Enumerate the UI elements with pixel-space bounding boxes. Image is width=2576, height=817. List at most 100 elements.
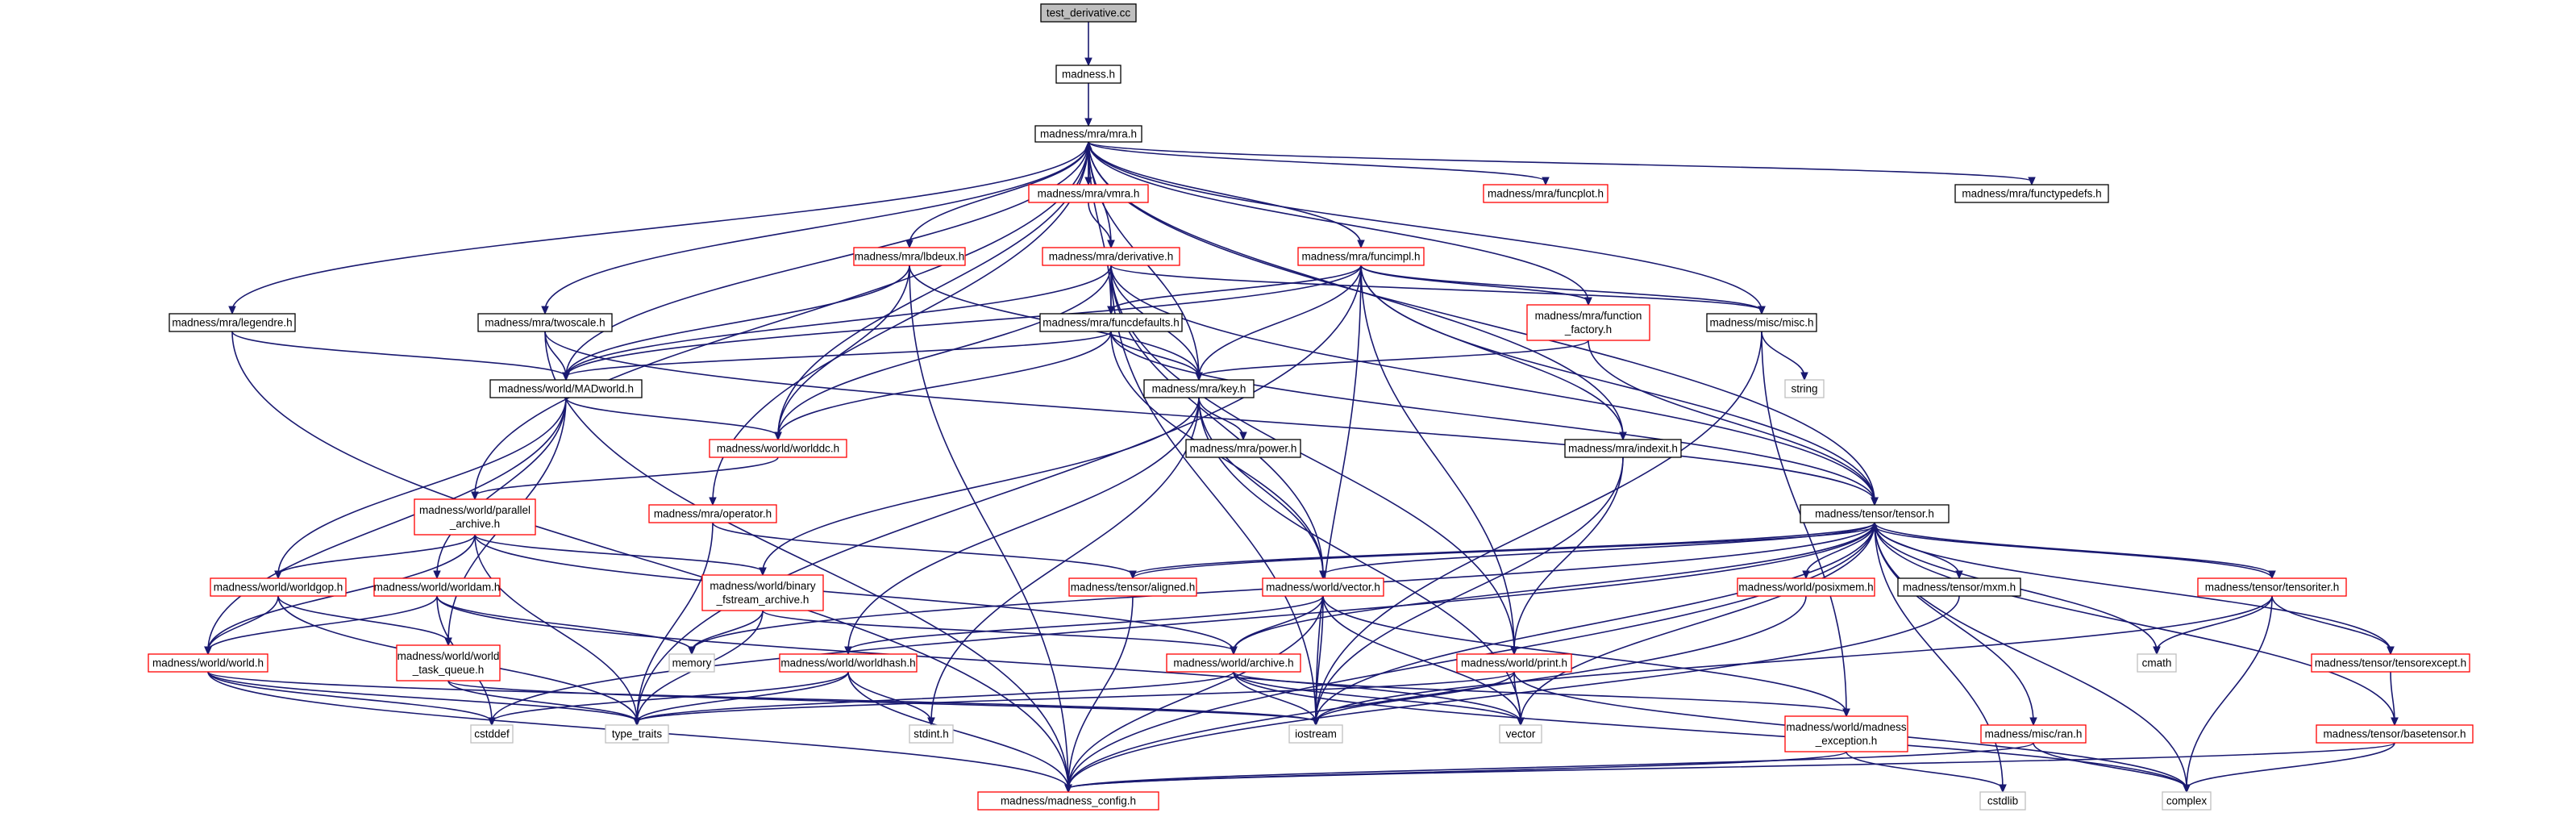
node-world-h[interactable]: madness/world/world.h <box>148 653 268 673</box>
node-parallel-archive-h[interactable]: madness/world/parallel_archive.h <box>414 498 536 536</box>
node-box <box>909 724 954 744</box>
node-indexit-h[interactable]: madness/mra/indexit.h <box>1564 439 1682 458</box>
edge-line <box>1322 595 1521 723</box>
edge-arrowhead <box>1107 240 1115 249</box>
edge-mra_h-to-legendre_h <box>228 141 1089 315</box>
node-box <box>477 313 613 332</box>
node-archive-h[interactable]: madness/world/archive.h <box>1166 653 1301 673</box>
edge-line <box>231 141 1089 311</box>
edge-line <box>1874 522 2034 723</box>
node-label: madness/mra/legendre.h <box>172 317 292 329</box>
node-box <box>1980 724 2087 744</box>
edge-line <box>1315 671 1515 723</box>
edge-line <box>277 595 449 643</box>
edge-parallel_archive_h-to-binary_fstream_h <box>474 534 767 577</box>
edge-basetensor_h-to-complex <box>2183 742 2395 794</box>
edge-line <box>1874 522 2395 723</box>
node-label: madness/world/MADworld.h <box>498 383 634 395</box>
node-box <box>1897 577 2021 597</box>
node-print-h[interactable]: madness/world/print.h <box>1456 653 1572 673</box>
edge-line <box>636 522 714 723</box>
node-mra-h[interactable]: madness/mra/mra.h <box>1034 125 1142 143</box>
node-lbdeux-h[interactable]: madness/mra/lbdeux.h <box>853 247 966 266</box>
node-operator-h[interactable]: madness/mra/operator.h <box>648 504 777 523</box>
node-binary-fstream-h[interactable]: madness/world/binary_fstream_archive.h <box>701 574 824 611</box>
node-label: madness/mra/operator.h <box>654 508 772 520</box>
node-misc-h[interactable]: madness/misc/misc.h <box>1706 313 1817 332</box>
edge-line <box>1110 265 1875 502</box>
node-vmra-h[interactable]: madness/mra/vmra.h <box>1028 184 1149 203</box>
edge-tensor_h-to-iostream <box>1312 522 1875 727</box>
node-madness-config-h[interactable]: madness/madness_config.h <box>977 791 1159 811</box>
edge-line <box>231 331 567 377</box>
node-box <box>2316 724 2474 744</box>
edge-line <box>1067 595 1807 790</box>
edge-line <box>2186 595 2273 790</box>
node-label: madness/tensor/aligned.h <box>1071 581 1196 594</box>
node-functypedefs-h[interactable]: madness/mra/functypedefs.h <box>1954 184 2109 203</box>
node-mxm-h[interactable]: madness/tensor/mxm.h <box>1897 577 2021 597</box>
edge-arrowhead <box>1084 57 1092 67</box>
node-funcplot-h[interactable]: madness/mra/funcplot.h <box>1483 184 1608 203</box>
node-label: madness/world/worldgop.h <box>214 581 343 594</box>
edge-line <box>777 265 1112 437</box>
node-label: complex <box>2166 795 2208 807</box>
node-key-h[interactable]: madness/mra/key.h <box>1143 379 1255 398</box>
node-vector-h[interactable]: madness/world/vector.h <box>1262 577 1384 597</box>
edge-line <box>1360 265 1515 652</box>
node-power-h[interactable]: madness/mra/power.h <box>1185 439 1301 458</box>
edge-worldhash_h-to-stdint_h <box>847 671 935 727</box>
node-madworld-h[interactable]: madness/world/MADworld.h <box>489 379 643 398</box>
edge-line <box>1761 331 1805 377</box>
node-worldhash-h[interactable]: madness/world/worldhash.h <box>779 653 918 673</box>
node-posixmem-h[interactable]: madness/world/posixmem.h <box>1737 577 1875 597</box>
edge-line <box>1315 456 1624 723</box>
edge-line <box>1322 595 1847 714</box>
edge-line <box>1761 331 1847 714</box>
node-label: madness/world/worldam.h <box>374 581 501 594</box>
edge-tensor_h-to-vector_h <box>1319 522 1875 580</box>
node-aligned-h[interactable]: madness/tensor/aligned.h <box>1068 577 1197 597</box>
node-box <box>148 653 268 673</box>
node-derivative-h[interactable]: madness/mra/derivative.h <box>1042 247 1180 266</box>
edge-tensor_h-to-basetensor_h <box>1874 522 2399 727</box>
node-madness-h[interactable]: madness.h <box>1055 65 1122 84</box>
node-twoscale-h[interactable]: madness/mra/twoscale.h <box>477 313 613 332</box>
edge-line <box>1233 595 1324 652</box>
edge-line <box>1067 595 1134 790</box>
node-basetensor-h[interactable]: madness/tensor/basetensor.h <box>2316 724 2474 744</box>
edge-arrowhead <box>2028 177 2036 186</box>
node-function-factory-h[interactable]: madness/mra/function_factory.h <box>1526 304 1650 341</box>
node-tensor-h[interactable]: madness/tensor/tensor.h <box>1800 504 1950 523</box>
edge-line <box>1315 265 1362 723</box>
node-task-queue-h[interactable]: madness/world/world_task_queue.h <box>396 644 501 682</box>
edge-worlddc_h-to-parallel_archive_h <box>471 456 779 501</box>
node-funcimpl-h[interactable]: madness/mra/funcimpl.h <box>1297 247 1425 266</box>
edge-line <box>1088 141 1362 245</box>
edge-parallel_archive_h-to-worldgop_h <box>274 534 476 580</box>
node-tensorexcept-h[interactable]: madness/tensor/tensorexcept.h <box>2311 653 2470 673</box>
node-funcdefaults-h[interactable]: madness/mra/funcdefaults.h <box>1039 313 1183 332</box>
node-box <box>2137 653 2177 673</box>
edge-arrowhead <box>2387 646 2395 656</box>
edge-arrowhead <box>905 240 913 249</box>
node-madness-exception-h[interactable]: madness/world/madness_exception.h <box>1784 715 1908 752</box>
edge-arrowhead <box>1542 177 1550 186</box>
node-worldgop-h[interactable]: madness/world/worldgop.h <box>210 577 347 597</box>
edge-line <box>1233 671 1847 714</box>
node-box <box>1499 724 1542 744</box>
edge-line <box>2390 671 2395 723</box>
edge-line <box>777 331 1112 437</box>
node-worlddc-h[interactable]: madness/world/worlddc.h <box>709 439 847 458</box>
edge-line <box>1088 141 1589 302</box>
node-worldam-h[interactable]: madness/world/worldam.h <box>373 577 501 597</box>
node-legendre-h[interactable]: madness/mra/legendre.h <box>169 313 296 332</box>
node-box <box>1784 715 1908 752</box>
edge-line <box>1198 340 1589 377</box>
node-tensoriter-h[interactable]: madness/tensor/tensoriter.h <box>2197 577 2347 597</box>
edge-mra_h-to-functypedefs_h <box>1088 141 2036 186</box>
edge-tensoriter_h-to-complex <box>2183 595 2273 794</box>
edge-misc_h-to-string <box>1761 331 1808 381</box>
node-ran-h[interactable]: madness/misc/ran.h <box>1980 724 2087 744</box>
